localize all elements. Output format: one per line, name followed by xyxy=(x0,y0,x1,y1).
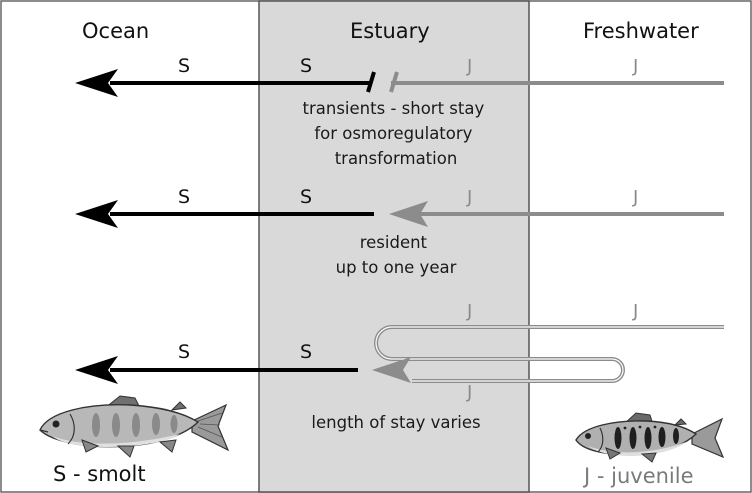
label-s: S xyxy=(178,55,190,77)
label-s: S xyxy=(178,341,190,363)
legend-juvenile: J - juvenile xyxy=(582,464,694,488)
description-line: resident xyxy=(360,233,428,252)
label-j: J xyxy=(466,187,472,208)
label-j: J xyxy=(632,301,638,322)
label-s: S xyxy=(300,341,312,363)
label-j: J xyxy=(466,382,472,403)
label-s: S xyxy=(300,55,312,77)
description-line: length of stay varies xyxy=(311,413,480,432)
zone-estuary-label: Estuary xyxy=(350,19,430,43)
label-j: J xyxy=(632,56,638,77)
label-s: S xyxy=(300,186,312,208)
zone-freshwater-label: Freshwater xyxy=(583,19,699,43)
label-s: S xyxy=(178,186,190,208)
description-line: up to one year xyxy=(336,258,457,277)
description-line: for osmoregulatory xyxy=(314,124,472,143)
label-j: J xyxy=(466,56,472,77)
legend-smolt: S - smolt xyxy=(53,462,146,486)
label-j: J xyxy=(466,301,472,322)
description-line: transformation xyxy=(335,149,458,168)
description-line: transients - short stay xyxy=(303,99,485,118)
zone-ocean-label: Ocean xyxy=(82,19,149,43)
pathway-description: length of stay varies xyxy=(311,413,480,432)
label-j: J xyxy=(632,187,638,208)
